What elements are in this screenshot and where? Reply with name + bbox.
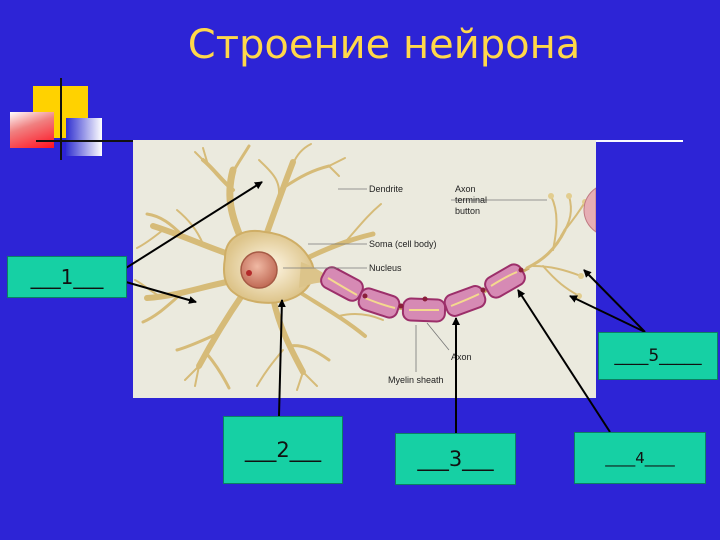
neuron-figure: Dendrite Axon terminal button Soma (cell…: [133, 140, 596, 398]
arrow-2-to-soma: [277, 299, 286, 417]
decorative-blue-square: [66, 118, 102, 156]
answer-box-1[interactable]: ___1___: [7, 256, 127, 298]
nucleolus: [246, 270, 252, 276]
answer-box-4[interactable]: ____4____: [574, 432, 706, 484]
answer-box-5[interactable]: ____5_____: [598, 332, 718, 380]
label-axon-terminal-1: Axon: [455, 184, 476, 194]
neuron-illustration: Dendrite Axon terminal button Soma (cell…: [134, 143, 596, 391]
arrow-1-to-dendrite-lower: [125, 281, 197, 304]
label-axon-terminal-3: button: [455, 206, 480, 216]
myelin-inner: [327, 271, 518, 311]
nodes-of-ranvier: [362, 267, 524, 309]
label-nucleus: Nucleus: [369, 263, 402, 273]
answer-box-3[interactable]: ___3___: [395, 433, 516, 485]
figure-leader-lines: [283, 188, 547, 372]
decorative-red-square: [10, 112, 54, 148]
arrow-5-to-terminal-lower: [569, 295, 646, 333]
arrow-4-to-myelin: [517, 289, 611, 433]
label-axon-terminal-2: terminal: [455, 195, 487, 205]
target-cell: [583, 187, 596, 233]
label-axon: Axon: [451, 352, 472, 362]
answer-box-2[interactable]: ___2___: [223, 416, 343, 484]
nucleus: [240, 251, 278, 289]
axon-terminals: [525, 195, 586, 297]
arrow-1-to-dendrite: [125, 181, 263, 269]
decorative-vertical-line: [60, 78, 62, 160]
slide-title: Строение нейрона: [187, 22, 581, 68]
arrow-5-to-terminal: [583, 269, 646, 333]
label-soma: Soma (cell body): [369, 239, 437, 249]
label-myelin-sheath: Myelin sheath: [388, 375, 444, 385]
label-dendrite: Dendrite: [369, 184, 403, 194]
